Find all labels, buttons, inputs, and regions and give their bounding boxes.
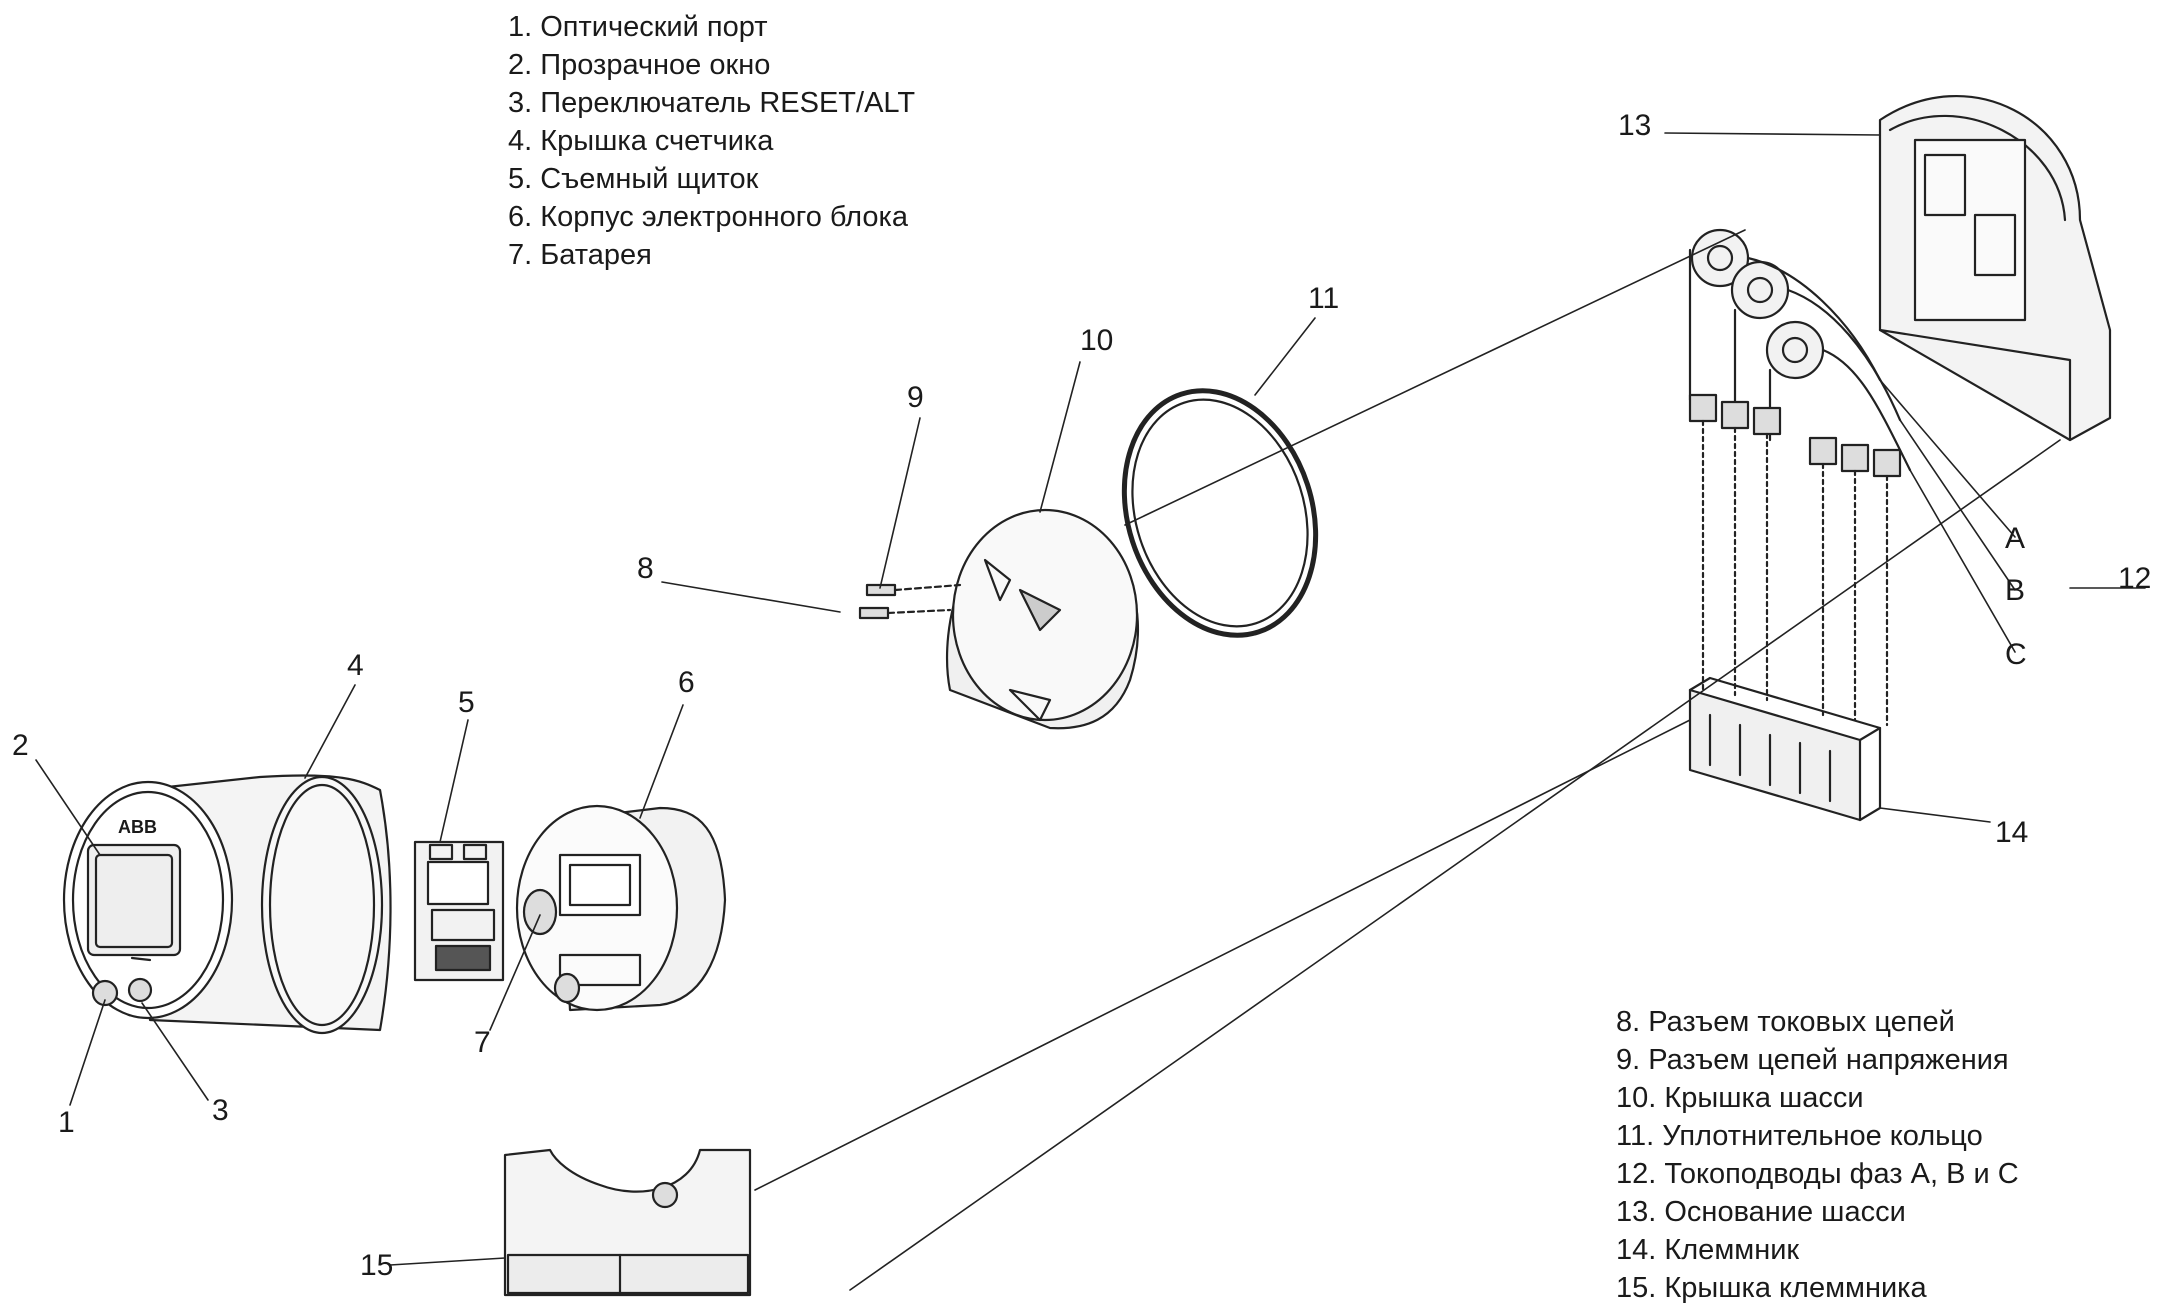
callout-phase-a: A <box>2005 522 2025 555</box>
legend-item: 15. Крышка клеммника <box>1616 1272 1927 1304</box>
legend-item: 3. Переключатель RESET/ALT <box>508 87 916 119</box>
legend-item: 14. Клеммник <box>1616 1234 1800 1266</box>
callout-3: 3 <box>212 1094 229 1127</box>
callout-9: 9 <box>907 381 924 414</box>
callout-4: 4 <box>347 649 364 682</box>
callout-phase-c: C <box>2005 638 2027 671</box>
terminal-cover <box>503 1148 752 1297</box>
alignment-lines <box>754 229 2061 1291</box>
legend-parts-8-15: 8. Разъем токовых цепей 9. Разъем цепей … <box>1616 1003 2019 1307</box>
legend-parts-1-7: 1. Оптический порт 2. Прозрачное окно 3.… <box>508 8 915 274</box>
callout-8: 8 <box>637 552 654 585</box>
meter-cover <box>62 774 392 1035</box>
callout-1: 1 <box>58 1106 75 1139</box>
callout-labels: 1 2 3 4 5 6 7 8 9 10 11 12 13 14 15 A B … <box>12 109 2151 1282</box>
callout-15: 15 <box>360 1249 393 1282</box>
callout-6: 6 <box>678 666 695 699</box>
legend-item: 2. Прозрачное окно <box>508 49 771 81</box>
legend-item: 10. Крышка шасси <box>1616 1082 1864 1114</box>
callout-13: 13 <box>1618 109 1651 142</box>
callout-10: 10 <box>1080 324 1113 357</box>
leader-lines <box>35 132 2146 1266</box>
legend-item: 7. Батарея <box>508 239 652 271</box>
legend-item: 8. Разъем токовых цепей <box>1616 1006 1955 1038</box>
connectors <box>858 583 962 620</box>
legend-item: 6. Корпус электронного блока <box>508 201 909 233</box>
brand-logo: ABB <box>118 817 157 837</box>
removable-nameplate <box>413 840 505 982</box>
legend-item: 1. Оптический порт <box>508 11 768 43</box>
callout-5: 5 <box>458 686 475 719</box>
callout-7: 7 <box>474 1026 491 1059</box>
terminal-block <box>1688 676 1882 822</box>
legend-item: 4. Крышка счетчика <box>508 125 774 157</box>
callout-2: 2 <box>12 729 29 762</box>
legend-item: 11. Уплотнительное кольцо <box>1616 1120 1983 1152</box>
legend-item: 9. Разъем цепей напряжения <box>1616 1044 2009 1076</box>
legend-item: 5. Съемный щиток <box>508 163 759 195</box>
current-leads <box>1688 228 1912 727</box>
chassis-cover <box>945 508 1139 730</box>
callout-11: 11 <box>1308 282 1339 315</box>
sealing-ring <box>1121 388 1319 638</box>
legend-item: 13. Основание шасси <box>1616 1196 1906 1228</box>
callout-12: 12 <box>2118 562 2151 595</box>
callout-phase-b: B <box>2005 574 2025 607</box>
chassis-base <box>1878 95 2112 442</box>
callout-14: 14 <box>1995 816 2028 849</box>
electronic-unit-housing <box>515 804 727 1012</box>
legend-item: 12. Токоподводы фаз А, В и С <box>1616 1158 2019 1190</box>
